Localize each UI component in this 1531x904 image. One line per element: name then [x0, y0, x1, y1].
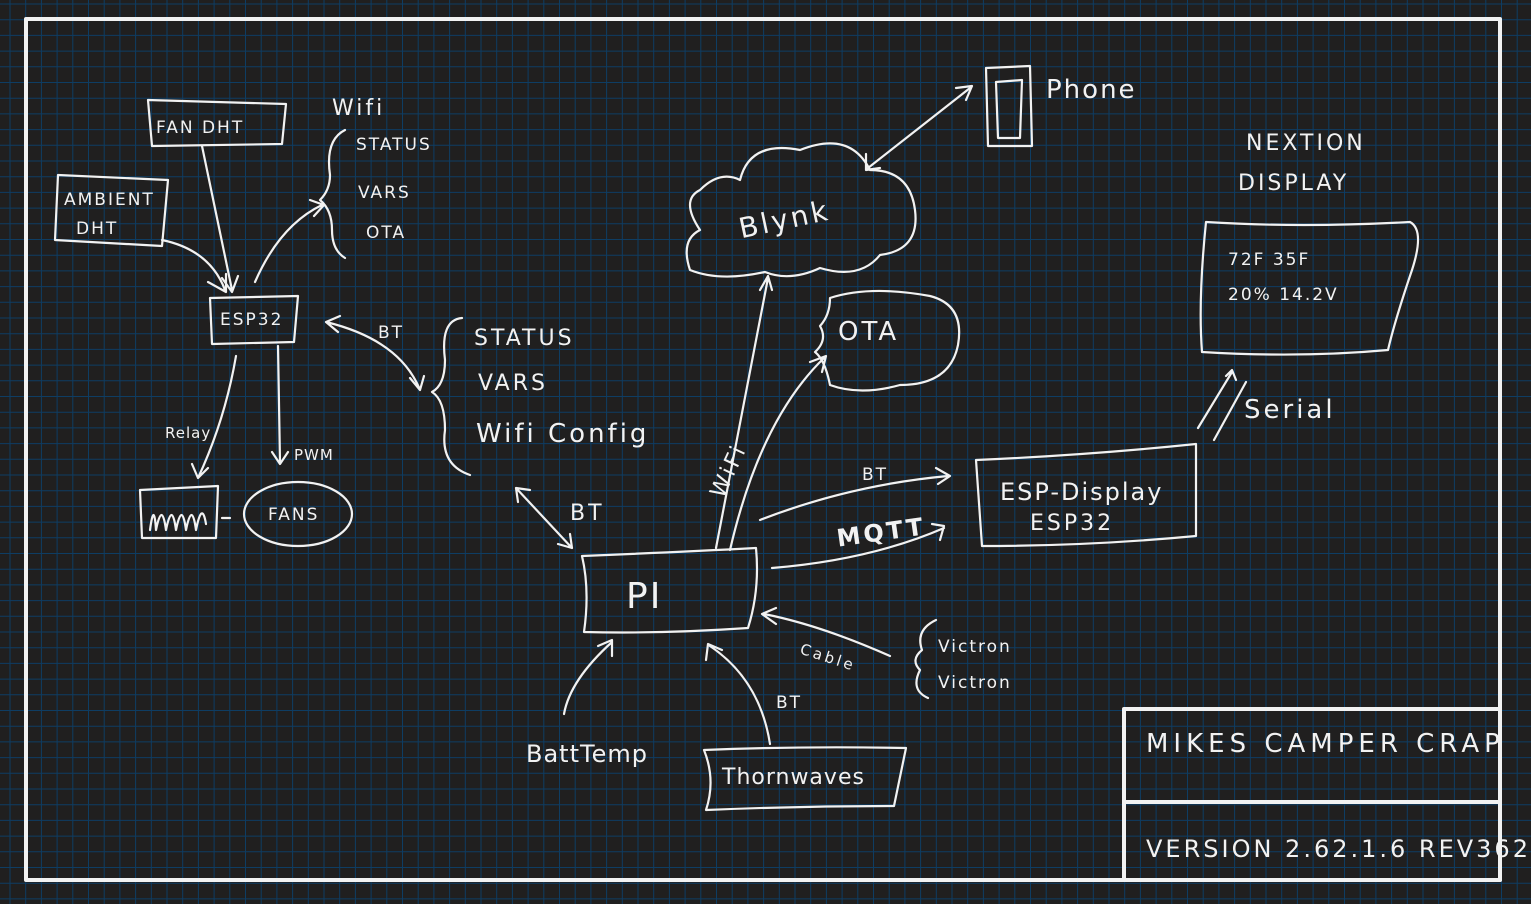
thornwaves-box: Thornwaves — [702, 746, 908, 812]
wifi-notes-title: Wifi — [332, 96, 385, 121]
wifi-note-vars: VARS — [358, 183, 411, 203]
arrow-serial — [1196, 368, 1248, 442]
relay-label: Relay — [165, 424, 211, 442]
phone-label: Phone — [1046, 75, 1137, 105]
esp32-label: ESP32 — [220, 310, 283, 330]
wifi-note-status: STATUS — [356, 135, 432, 155]
thornwaves-bt-label: BT — [776, 693, 802, 713]
esp32-box: ESP32 — [208, 294, 300, 346]
arrow-victron-to-pi — [760, 606, 892, 658]
pi-label: PI — [626, 576, 662, 617]
ambient-dht-box: AMBIENT DHT — [53, 173, 170, 248]
arrow-ambient-to-esp32 — [160, 238, 228, 294]
batt-temp-label: BattTemp — [526, 740, 648, 768]
arrow-pi-bt-display — [758, 466, 952, 522]
pwm-label: PWM — [294, 446, 334, 464]
wifi-notes-brace — [318, 128, 347, 260]
dht-label: DHT — [76, 219, 118, 239]
blynk-cloud: Blynk — [685, 142, 917, 278]
bt-note-wifi-config: Wifi Config — [476, 419, 649, 449]
bt-note-status: STATUS — [474, 326, 575, 351]
drawing-border — [24, 17, 1502, 882]
victron-1-label: Victron — [938, 637, 1012, 657]
drawing-title: MIKES CAMPER CRAP — [1146, 729, 1505, 759]
victron-brace — [914, 618, 938, 700]
cable-label: Cable — [798, 640, 858, 675]
fans-label: FANS — [268, 505, 319, 525]
thornwaves-label: Thornwaves — [721, 765, 865, 790]
phone-icon — [984, 64, 1034, 148]
nextion-display-box: 72F 35F 20% 14.2V — [1199, 220, 1420, 356]
pi-bt-label: BT — [570, 501, 605, 526]
drawing-version: VERSION 2.62.1.6 REV362 — [1146, 835, 1531, 863]
arrow-thornwaves-to-pi — [704, 642, 772, 746]
esp-display-box: ESP-Display ESP32 — [974, 442, 1198, 548]
arrow-esp32-pi-bt — [514, 486, 574, 550]
esp-display-esp32-label: ESP32 — [1030, 511, 1114, 536]
arrow-batttemp-to-pi — [562, 638, 614, 716]
arrow-pi-mqtt-display — [770, 522, 946, 570]
fan-dht-label: FAN DHT — [156, 118, 244, 138]
nextion-title: NEXTION — [1246, 131, 1366, 156]
bt-notes-brace — [430, 316, 472, 477]
esp32-bt-label: BT — [378, 323, 404, 343]
pi-box: PI — [580, 546, 759, 634]
ambient-label: AMBIENT — [64, 190, 155, 210]
arrow-fan-dht-to-esp32 — [200, 144, 240, 294]
title-block: MIKES CAMPER CRAP VERSION 2.62.1.6 REV36… — [1122, 707, 1531, 882]
ota-label: OTA — [838, 317, 899, 347]
relay-coil-icon — [148, 512, 208, 532]
pi-display-bt-label: BT — [862, 465, 888, 485]
mqtt-label: MQTT — [835, 512, 928, 552]
bt-note-vars: VARS — [478, 371, 548, 396]
arrow-esp32-to-wifi — [253, 198, 326, 284]
arrow-pi-to-blynk — [714, 274, 774, 550]
arrow-blynk-phone — [864, 84, 974, 172]
blynk-label: Blynk — [736, 194, 833, 246]
arrow-esp32-to-fans — [270, 344, 290, 466]
victron-2-label: Victron — [938, 673, 1012, 693]
arrow-esp32-bt — [324, 314, 426, 392]
relay-box — [138, 484, 220, 540]
esp-display-label: ESP-Display — [1000, 478, 1163, 506]
wifi-note-ota: OTA — [366, 223, 406, 243]
arrow-pi-to-ota — [728, 354, 828, 552]
fans-ellipse: FANS — [242, 480, 354, 548]
display-title: DISPLAY — [1238, 171, 1349, 196]
arrow-esp32-to-relay — [190, 354, 238, 480]
fan-dht-box: FAN DHT — [146, 98, 288, 148]
display-line-temps: 72F 35F — [1228, 250, 1310, 270]
serial-label: Serial — [1244, 395, 1336, 425]
ota-cloud: OTA — [813, 289, 961, 392]
display-line-humidity-voltage: 20% 14.2V — [1228, 285, 1339, 305]
